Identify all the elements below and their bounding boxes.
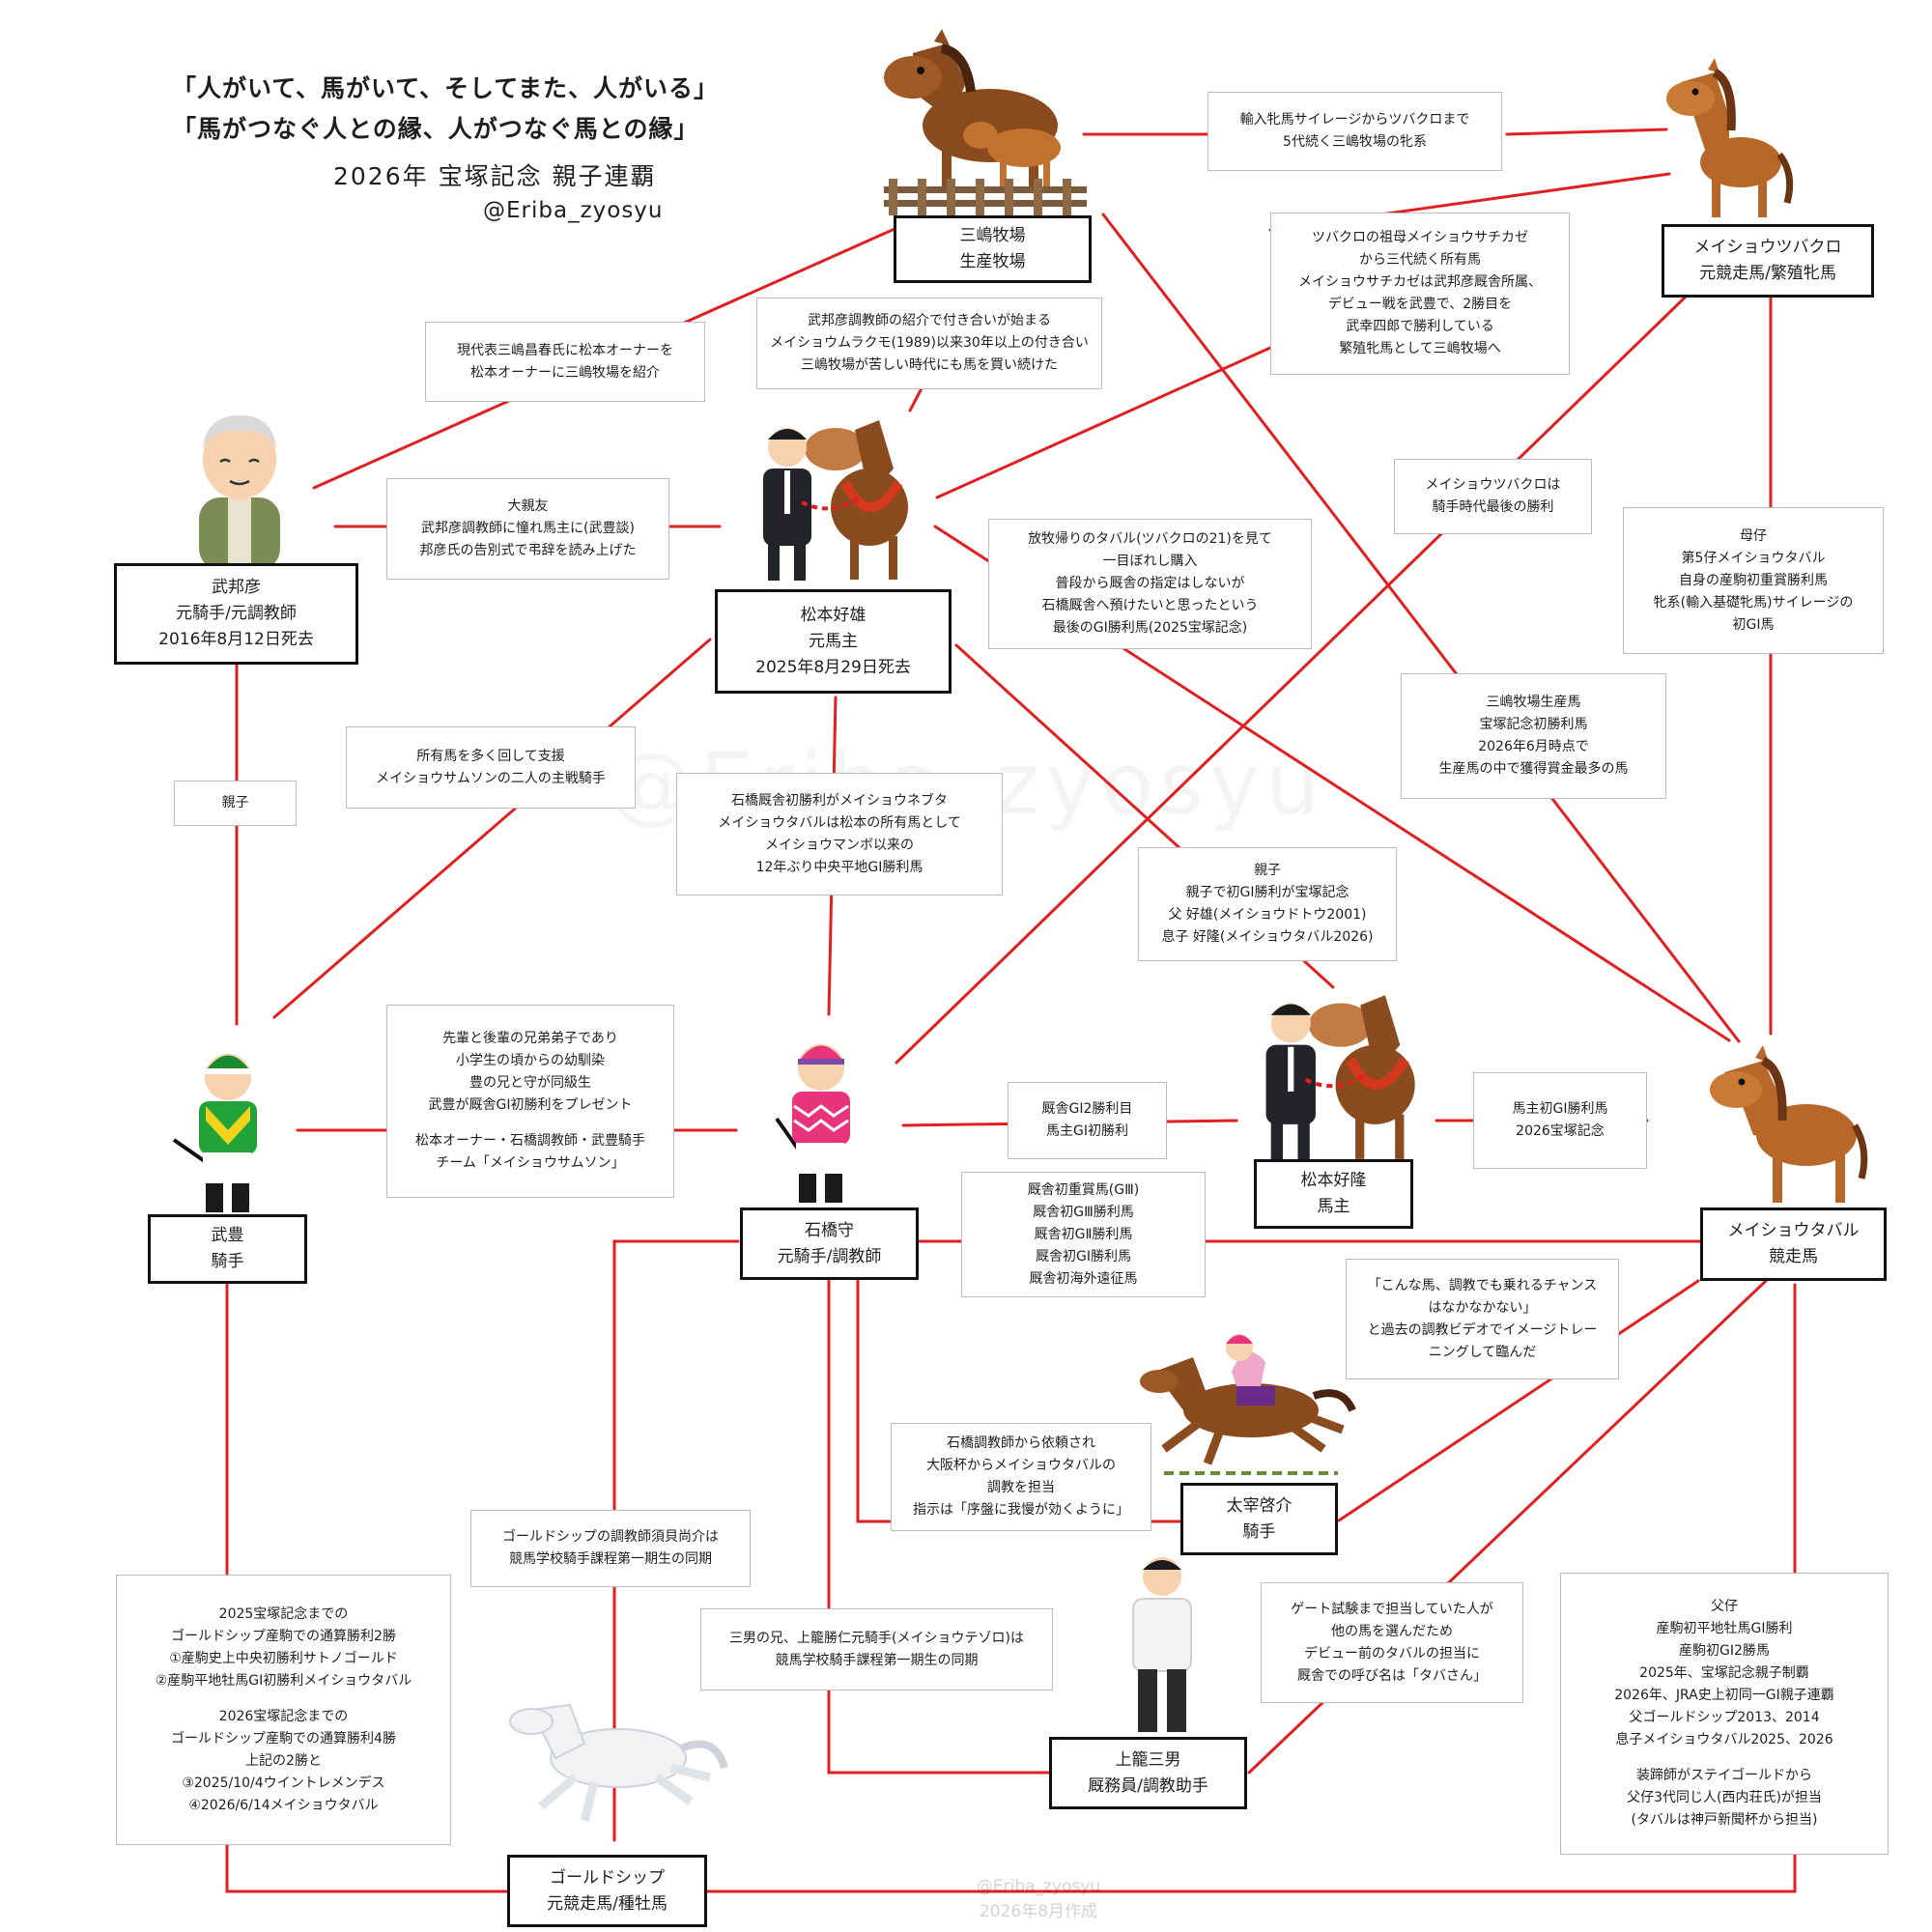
line-tabaru-dazai: [1337, 1279, 1700, 1522]
node-matsumoto-yoshitaka: 松本好隆馬主: [1254, 1159, 1413, 1229]
owner-with-horse-icon: [1265, 995, 1415, 1160]
owner-with-horse-icon: [763, 420, 908, 581]
note-last-jockey-win: メイショウツバクロは騎手時代最後の勝利: [1394, 459, 1592, 534]
line-mishima-mare: [1082, 128, 1668, 136]
note-sunai-classmate: ゴールドシップの調教師須貝尚介は競馬学校騎手課程第一期生の同期: [470, 1510, 751, 1587]
node-meisho-tsubakuro: メイショウツバクロ元競走馬/繁殖牝馬: [1662, 224, 1874, 298]
note-second-g1: 厩舎GⅠ2勝利目馬主GⅠ初勝利: [1008, 1082, 1167, 1159]
subtitle: 2026年 宝塚記念 親子連覇: [333, 162, 657, 190]
note-oyako: 親子: [174, 781, 297, 826]
author-handle: @Eriba_zyosyu: [483, 198, 664, 223]
line-ishibashi-kamikago: [827, 1278, 1051, 1775]
node-mishima-farm: 三嶋牧場生産牧場: [894, 215, 1092, 283]
node-kamikago-mitsuo: 上籠三男厩務員/調教助手: [1049, 1737, 1247, 1809]
jockey-pink-silks-icon: [775, 1044, 850, 1203]
line-tsubakuro-ishibashi: [895, 267, 1717, 1065]
note-mother-foal: 母仔第5仔メイショウタバル自身の産駒初重賞勝利馬牝系(輸入基礎牝馬)サイレージの…: [1623, 507, 1884, 654]
node-ishibashi-mamoru: 石橋守元騎手/調教師: [740, 1208, 919, 1280]
quote-line-1: 「人がいて、馬がいて、そしてまた、人がいる」: [172, 74, 720, 102]
creation-credit: @Eriba_zyosyu 2026年8月作成: [976, 1877, 1101, 1921]
quote-line-2: 「馬がつなぐ人との縁、人がつなぐ馬との縁」: [172, 115, 699, 143]
note-purchase-story: 放牧帰りのタバル(ツバクロの21)を見て一目ぼれし購入普段から厩舎の指定はしない…: [988, 519, 1312, 649]
note-osaka-hai: 石橋調教師から依頼され大阪杯からメイショウタバルの調教を担当指示は「序盤に我慢が…: [891, 1423, 1151, 1531]
jockey-green-silks-icon: [172, 1054, 257, 1212]
line-ishibashi-goldship: [612, 1239, 740, 1842]
racehorse-with-jockey-icon: [1140, 1334, 1356, 1475]
note-stable-firsts: 厩舎初重賞馬(GⅢ)厩舎初GⅢ勝利馬厩舎初GⅡ勝利馬厩舎初GⅠ勝利馬厩舎初海外遠…: [961, 1172, 1206, 1297]
note-best-friends: 大親友武邦彦調教師に憧れ馬主に(武豊談)邦彦氏の告別式で弔辞を読み上げた: [386, 478, 669, 580]
note-introduction: 武邦彦調教師の紹介で付き合いが始まるメイショウムラクモ(1989)以来30年以上…: [756, 298, 1102, 389]
node-dazai-keisuke: 太宰啓介騎手: [1180, 1483, 1338, 1555]
note-support: 所有馬を多く回して支援メイショウサムソンの二人の主戦騎手: [346, 726, 636, 809]
note-parent-child: 親子親子で初GⅠ勝利が宝塚記念父 好雄(メイショウドトウ2001)息子 好隆(メ…: [1138, 847, 1397, 961]
grey-horse-icon: [509, 1703, 728, 1823]
note-konna-uma: 「こんな馬、調教でも乗れるチャンスはなかなかない」と過去の調教ビデオでイメージト…: [1346, 1259, 1619, 1379]
elderly-man-icon: [199, 415, 280, 570]
chestnut-horse-icon: [1710, 1045, 1868, 1203]
node-gold-ship: ゴールドシップ元競走馬/種牡馬: [507, 1855, 707, 1927]
stable-staff-icon: [1132, 1557, 1192, 1732]
note-sachikaze: ツバクロの祖母メイショウサチカゼから三代続く所有馬メイショウサチカゼは武邦彦厩舎…: [1270, 213, 1570, 375]
note-gate-test: ゲート試験まで担当していた人が他の馬を選んだためデビュー前のタバルの担当に厩舎で…: [1261, 1582, 1523, 1703]
line-mishima-tabaru: [1101, 213, 1741, 1043]
note-senpai-kohai: 先輩と後輩の兄弟弟子であり小学生の頃からの幼馴染豊の兄と守が同級生武豊が厩舎GⅠ…: [386, 1005, 674, 1198]
line-yoshio-yutaka: [272, 638, 712, 1019]
mare-and-foal-icon: [884, 29, 1087, 215]
note-mishima-representative: 現代表三嶋昌春氏に松本オーナーを松本オーナーに三嶋牧場を紹介: [425, 322, 705, 402]
node-meisho-tabaru: メイショウタバル競走馬: [1700, 1208, 1887, 1281]
note-kamikago-brother: 三男の兄、上籠勝仁元騎手(メイショウテゾロ)は競馬学校騎手課程第一期生の同期: [700, 1608, 1053, 1690]
note-ishibashi-first-win: 石橋厩舎初勝利がメイショウネブタメイショウタバルは松本の所有馬としてメイショウマ…: [676, 773, 1003, 895]
chestnut-horse-icon: [1666, 58, 1794, 217]
node-take-yutaka: 武豊騎手: [148, 1214, 307, 1284]
